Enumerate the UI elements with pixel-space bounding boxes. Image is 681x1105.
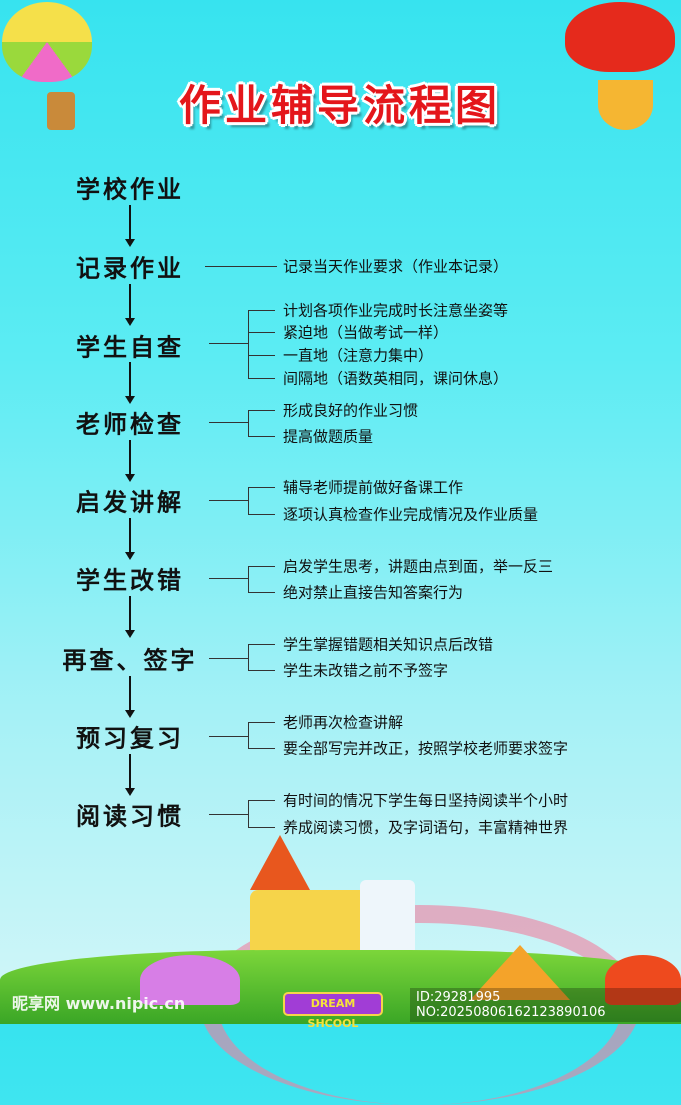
bracket-line bbox=[248, 487, 249, 514]
detail-item: 学生掌握错题相关知识点后改错 bbox=[283, 635, 494, 654]
bracket-line bbox=[248, 410, 249, 436]
detail-item: 一直地（注意力集中） bbox=[283, 346, 434, 365]
step-self-check: 学生自查 bbox=[76, 332, 184, 362]
detail-item: 要全部写完并改正，按照学校老师要求签字 bbox=[283, 739, 569, 758]
detail-item: 有时间的情况下学生每日坚持阅读半个小时 bbox=[283, 791, 569, 810]
bracket-tick bbox=[248, 800, 275, 801]
heart-balloon-illustration bbox=[565, 2, 675, 72]
arrow-down-icon bbox=[125, 676, 135, 718]
bracket-line bbox=[248, 644, 249, 670]
step-teacher-check: 老师检查 bbox=[76, 409, 184, 439]
mushroom-illustration bbox=[605, 955, 681, 1005]
step-correct-errors: 学生改错 bbox=[76, 565, 184, 595]
step-record-homework: 记录作业 bbox=[76, 253, 184, 283]
castle-roof-illustration bbox=[250, 835, 310, 890]
arrow-down-icon bbox=[125, 284, 135, 326]
bracket-line bbox=[248, 566, 249, 592]
detail-item: 绝对禁止直接告知答案行为 bbox=[283, 583, 464, 602]
bracket-tick bbox=[248, 410, 275, 411]
detail-item: 启发学生思考，讲题由点到面，举一反三 bbox=[283, 557, 554, 576]
connector-line bbox=[209, 658, 248, 659]
bracket-tick bbox=[248, 310, 275, 311]
arrow-down-icon bbox=[125, 596, 135, 638]
step-school-homework: 学校作业 bbox=[76, 174, 184, 204]
detail-item: 提高做题质量 bbox=[283, 427, 374, 446]
detail-item: 逐项认真检查作业完成情况及作业质量 bbox=[283, 505, 539, 524]
detail-item: 老师再次检查讲解 bbox=[283, 713, 404, 732]
connector-line bbox=[209, 343, 248, 344]
bracket-tick bbox=[248, 748, 275, 749]
detail-item: 记录当天作业要求（作业本记录） bbox=[283, 257, 509, 276]
connector-line bbox=[209, 422, 248, 423]
dream-school-sign: DREAM SHCOOL bbox=[283, 992, 383, 1030]
detail-item: 学生未改错之前不予签字 bbox=[283, 661, 449, 680]
detail-item: 间隔地（语数英相同，课问休息） bbox=[283, 369, 509, 388]
bracket-tick bbox=[248, 514, 275, 515]
detail-item: 形成良好的作业习惯 bbox=[283, 401, 419, 420]
connector-line bbox=[209, 814, 248, 815]
step-recheck-sign: 再查、签字 bbox=[62, 645, 198, 675]
bracket-tick bbox=[248, 355, 275, 356]
detail-item: 辅导老师提前做好备课工作 bbox=[283, 478, 464, 497]
watermark-id: ID:29281995 NO:20250806162123890106 bbox=[410, 988, 681, 1022]
connector-line bbox=[209, 736, 248, 737]
mushroom-illustration bbox=[140, 955, 240, 1005]
bracket-tick bbox=[248, 566, 275, 567]
detail-item: 计划各项作业完成时长注意坐姿等 bbox=[283, 301, 509, 320]
bracket-line bbox=[248, 310, 249, 378]
bracket-line bbox=[248, 800, 249, 827]
watermark-logo: 昵享网 www.nipic.cn bbox=[12, 994, 186, 1013]
bracket-tick bbox=[248, 670, 275, 671]
kids-basket-illustration bbox=[598, 80, 653, 130]
step-reading-habit: 阅读习惯 bbox=[76, 801, 184, 831]
bracket-tick bbox=[248, 436, 275, 437]
connector-line bbox=[209, 578, 248, 579]
arrow-down-icon bbox=[125, 440, 135, 482]
detail-item: 养成阅读习惯，及字词语句，丰富精神世界 bbox=[283, 818, 569, 837]
bracket-tick bbox=[248, 332, 275, 333]
tent-illustration bbox=[470, 945, 570, 1000]
step-preview-review: 预习复习 bbox=[76, 723, 184, 753]
balloon-basket-illustration bbox=[47, 92, 75, 130]
bracket-line bbox=[248, 722, 249, 748]
page-title: 作业辅导流程图 bbox=[178, 81, 501, 130]
bracket-tick bbox=[248, 722, 275, 723]
connector-line bbox=[205, 266, 277, 267]
bracket-tick bbox=[248, 378, 275, 379]
step-explain: 启发讲解 bbox=[76, 487, 184, 517]
bracket-tick bbox=[248, 827, 275, 828]
arrow-down-icon bbox=[125, 518, 135, 560]
connector-line bbox=[209, 500, 248, 501]
arrow-down-icon bbox=[125, 754, 135, 796]
bracket-tick bbox=[248, 487, 275, 488]
arrow-down-icon bbox=[125, 362, 135, 404]
detail-item: 紧迫地（当做考试一样） bbox=[283, 323, 449, 342]
bracket-tick bbox=[248, 644, 275, 645]
bracket-tick bbox=[248, 592, 275, 593]
arrow-down-icon bbox=[125, 205, 135, 247]
hot-air-balloon-illustration bbox=[2, 2, 92, 82]
